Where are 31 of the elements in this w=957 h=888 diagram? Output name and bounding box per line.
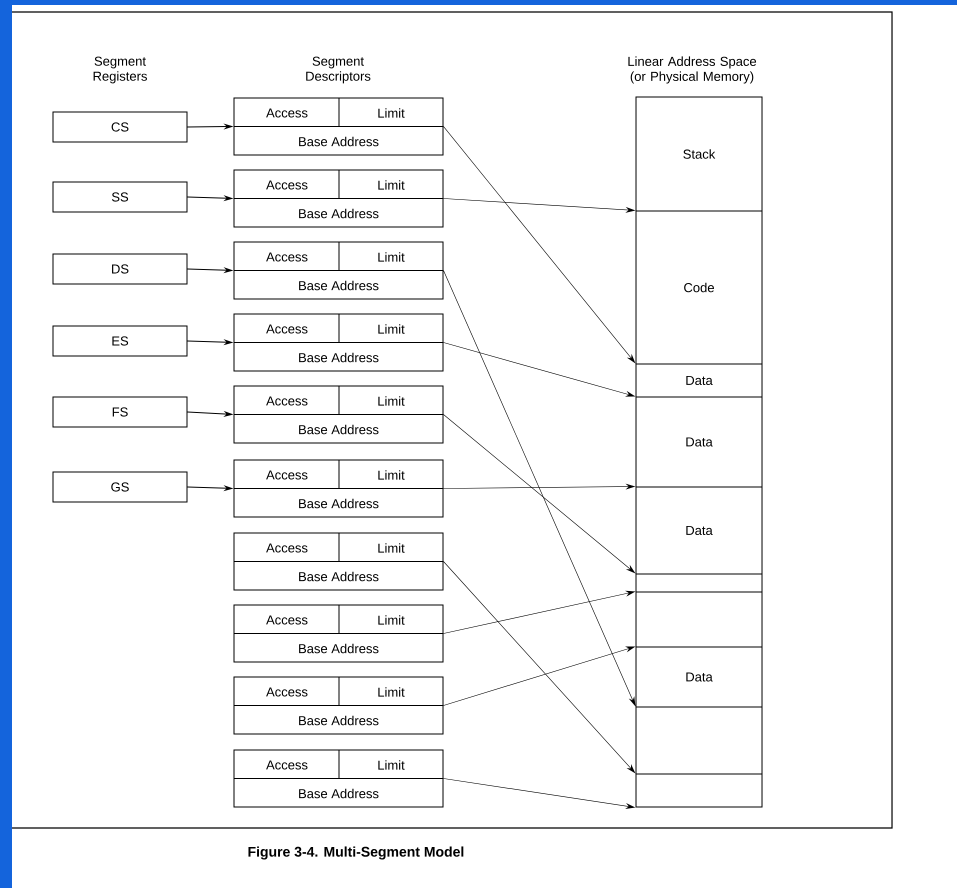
register-box: SS <box>52 182 188 212</box>
descriptor-box: Access Limit Base Address <box>234 460 444 518</box>
descriptor-box: Access Limit Base Address <box>234 676 444 734</box>
descriptor-box: Access Limit Base Address <box>234 242 444 300</box>
figure-caption: Figure 3-4. Multi-Segment Model <box>248 846 464 860</box>
memory-segment <box>636 774 763 808</box>
register-box: DS <box>52 254 188 284</box>
memory-segment <box>636 592 763 648</box>
register-box: CS <box>52 112 188 142</box>
descriptor-box: Access Limit Base Address <box>234 314 444 372</box>
descriptor-box: Access Limit Base Address <box>234 97 444 156</box>
column-heading: Segment Registers <box>94 56 147 84</box>
memory-segment <box>636 706 763 774</box>
register-box: ES <box>52 326 188 356</box>
memory-segment: Stack <box>636 96 763 212</box>
descriptor-box: Access Limit Base Address <box>234 604 444 662</box>
descriptor-box: Access Limit Base Address <box>234 750 444 808</box>
memory-segment: Code <box>636 210 763 364</box>
memory-segment: Data <box>636 396 763 488</box>
descriptor-box: Access Limit Base Address <box>234 169 444 228</box>
memory-segment: Data <box>636 646 763 708</box>
register-box: GS <box>52 472 188 502</box>
arrow <box>443 561 636 774</box>
memory-segment: Data <box>636 486 763 574</box>
column-heading: Linear Address Space (or Physical Memory) <box>628 56 756 84</box>
column-heading: Segment Descriptors <box>306 56 370 84</box>
descriptor-box: Access Limit Base Address <box>234 386 444 444</box>
memory-segment: Data <box>636 364 763 398</box>
descriptor-box: Access Limit Base Address <box>234 532 444 590</box>
memory-segment <box>636 574 763 592</box>
register-box: FS <box>52 396 188 428</box>
